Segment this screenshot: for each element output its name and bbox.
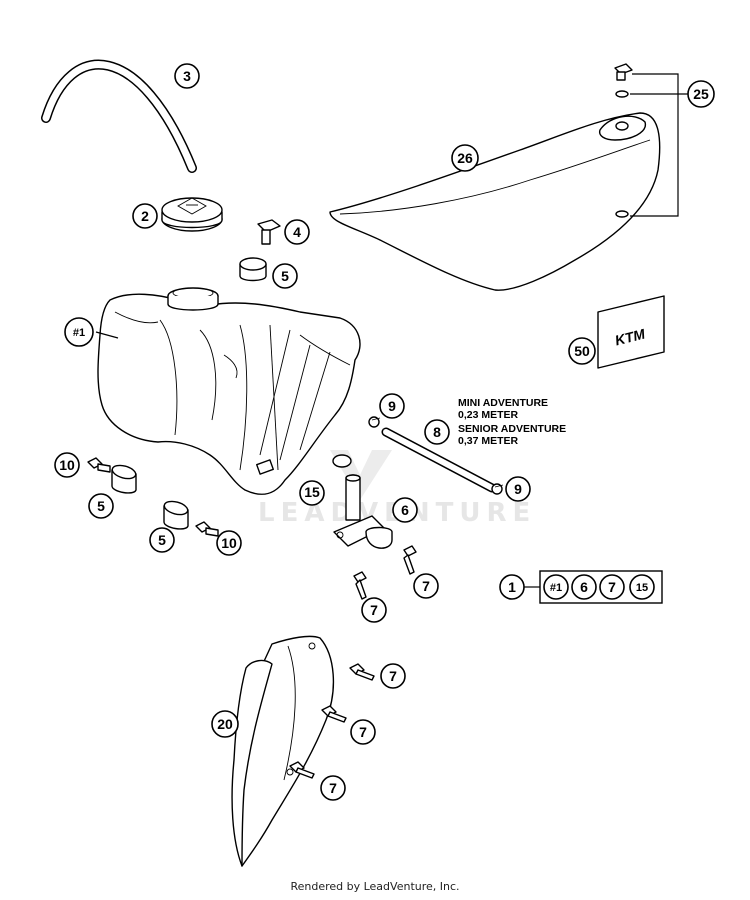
decal-logo-text: KTM [613,325,647,348]
svg-text:7: 7 [359,724,367,740]
note-line-3: SENIOR ADVENTURE [458,423,566,435]
callout-20[interactable]: 20 [211,710,239,738]
kit-item-15[interactable]: 15 [629,574,655,600]
mounting-bolt [257,219,281,245]
kit-item-7[interactable]: 7 [599,574,625,600]
kit-group: 1 #1 6 7 15 [499,570,663,604]
callout-50[interactable]: 50 [568,337,596,365]
rubber-bushing-top [239,257,267,282]
svg-text:15: 15 [636,582,648,594]
callout-6[interactable]: 6 [392,497,418,523]
callout-2[interactable]: 2 [132,203,158,229]
callout-7-spoiler-bottom[interactable]: 7 [320,775,346,801]
callout-5-top[interactable]: 5 [272,263,298,289]
svg-text:#1: #1 [73,327,85,339]
spoiler-screw-bottom [289,761,315,779]
spoiler-screw-top [349,663,375,681]
callout-3[interactable]: 3 [174,63,200,89]
svg-text:3: 3 [183,68,191,84]
svg-text:50: 50 [574,343,590,359]
spoiler-screw-middle [321,705,347,723]
svg-text:#1: #1 [550,582,562,594]
svg-text:8: 8 [433,424,441,440]
callout-25[interactable]: 25 [687,80,715,108]
svg-text:6: 6 [580,579,588,595]
tank-leader-line [95,331,119,339]
footer-credit: Rendered by LeadVenture, Inc. [290,880,460,893]
callout-7-tap-right[interactable]: 7 [413,573,439,599]
callout-4[interactable]: 4 [284,219,310,245]
ktm-decal: KTM [597,295,665,369]
callout-7-spoiler-middle[interactable]: 7 [350,719,376,745]
svg-text:7: 7 [370,602,378,618]
svg-text:2: 2 [141,208,149,224]
svg-text:10: 10 [221,535,237,551]
note-line-2: 0,23 METER [458,409,519,421]
tank-bolt-right [195,521,219,537]
hose-clamp-top [368,416,381,428]
svg-text:10: 10 [59,457,75,473]
note-line-4: 0,37 METER [458,435,519,447]
callout-tank[interactable]: #1 [64,317,94,347]
callout-8[interactable]: 8 [424,419,450,445]
kit-item-tank[interactable]: #1 [543,574,569,600]
svg-text:25: 25 [693,86,709,102]
seat-screw-washer [614,63,688,218]
svg-text:5: 5 [281,268,289,284]
svg-text:9: 9 [514,481,522,497]
callout-7-spoiler-top[interactable]: 7 [380,663,406,689]
hose-length-note: MINI ADVENTURE 0,23 METER SENIOR ADVENTU… [458,397,566,447]
note-line-1: MINI ADVENTURE [458,397,548,409]
tap-screw-lower [353,571,367,600]
seat [329,112,661,291]
o-ring [332,454,352,468]
radiator-spoiler [231,635,335,867]
callout-5-right[interactable]: 5 [149,527,175,553]
callout-10-left[interactable]: 10 [54,452,80,478]
svg-text:7: 7 [329,780,337,796]
svg-text:9: 9 [388,398,396,414]
callout-26[interactable]: 26 [451,144,479,172]
kit-item-6[interactable]: 6 [571,574,597,600]
svg-text:6: 6 [401,502,409,518]
fuel-cap [161,197,223,232]
fuel-hose [381,427,497,493]
tank-bolt-left [87,457,111,473]
callout-15[interactable]: 15 [299,480,325,506]
rubber-bushing-left [111,464,137,494]
svg-text:7: 7 [389,668,397,684]
svg-text:7: 7 [422,578,430,594]
svg-text:4: 4 [293,224,301,240]
rubber-bushing-right [163,500,189,530]
hose-clamp-bottom [491,483,504,495]
fuel-tank [97,287,361,496]
vent-hose [41,59,197,173]
tap-screw-right [403,545,417,575]
svg-text:7: 7 [608,579,616,595]
callout-7-tap-lower[interactable]: 7 [361,597,387,623]
callout-10-right[interactable]: 10 [216,530,242,556]
svg-text:1: 1 [508,579,516,595]
svg-text:5: 5 [97,498,105,514]
callout-9-top[interactable]: 9 [379,393,405,419]
svg-text:15: 15 [304,484,320,500]
callout-5-left[interactable]: 5 [88,493,114,519]
callout-1[interactable]: 1 [499,574,525,600]
callout-9-bottom[interactable]: 9 [505,476,531,502]
svg-text:20: 20 [217,716,233,732]
svg-text:5: 5 [158,532,166,548]
fuel-tap [333,474,393,549]
svg-text:26: 26 [457,150,473,166]
